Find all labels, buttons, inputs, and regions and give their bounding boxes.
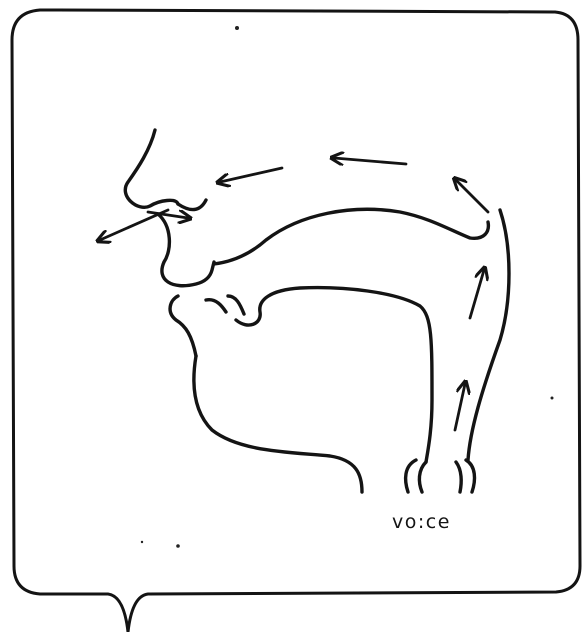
airflow-arrow <box>455 384 465 430</box>
pharynx-back-wall <box>468 210 509 460</box>
tongue-outline <box>236 288 432 462</box>
nose-outline <box>125 130 178 207</box>
airflow-arrow <box>334 158 406 164</box>
chin-throat-outline <box>194 356 362 492</box>
paper-speck <box>551 397 554 400</box>
airflow-arrow <box>220 168 282 182</box>
paper-speck <box>235 26 239 30</box>
paper-speck <box>176 544 180 548</box>
airflow-arrow <box>456 180 488 212</box>
lower-lip <box>170 296 196 356</box>
paper-speck <box>141 541 143 543</box>
voice-label: vo:ce <box>392 511 451 533</box>
airflow-arrow <box>470 270 484 318</box>
vocal-folds <box>406 460 475 492</box>
speech-bubble-frame <box>12 10 580 632</box>
upper-lip <box>158 214 214 286</box>
palate-outline <box>178 200 488 264</box>
lower-teeth <box>206 296 244 314</box>
